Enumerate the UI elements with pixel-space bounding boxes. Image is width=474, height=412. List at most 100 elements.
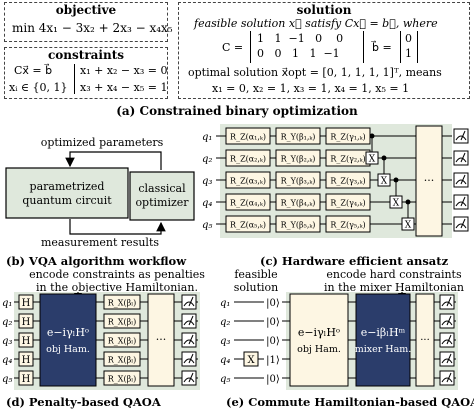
constraints-divider [74, 64, 75, 94]
vector-b-row-2: 1 [405, 47, 412, 60]
rx-gate-label: R_X(βₗ) [108, 356, 137, 365]
mixer-name-label: mixer Ham. [355, 344, 412, 355]
ket-label: |0⟩ [266, 336, 280, 347]
rx-gate [103, 370, 141, 386]
caption-d: (d) Penalty-based QAOA [6, 395, 161, 409]
vector-b-label: b⃗ = [372, 41, 392, 54]
rx-gate-label: R_X(βₗ) [108, 375, 137, 384]
x-gate [389, 195, 403, 209]
hadamard-label: H [22, 317, 31, 328]
rotation-gate [325, 215, 371, 233]
x-gate [377, 173, 391, 187]
qubit-label: q₃ [220, 336, 230, 347]
rotation-gate [275, 193, 321, 211]
x-gate-label: X [405, 221, 412, 231]
rotation-gate [275, 149, 321, 167]
constraint-matrix-eq: Cx⃗ = b⃗ [14, 64, 53, 77]
ket-background [264, 295, 282, 309]
optimized-parameters-label: optimized parameters [41, 136, 164, 149]
constraints-title: constraints [47, 48, 124, 62]
measure-icon [453, 216, 469, 232]
x-gate-label: X [381, 177, 388, 187]
measure-icon [439, 351, 455, 367]
rotation-gate [275, 127, 321, 145]
ellipsis: ··· [424, 174, 435, 187]
hadamard-gate [18, 294, 34, 310]
rotation-gate [225, 149, 271, 167]
qubit-label: q₂ [202, 154, 212, 165]
measure-icon [453, 194, 469, 210]
ellipsis: ··· [156, 333, 167, 346]
measure-icon [181, 294, 197, 310]
rotation-gate-label: R_Z(α₃,ₖ) [230, 177, 266, 186]
qubit-label: q₃ [202, 176, 212, 187]
control-dot [405, 199, 411, 205]
constraint-1: x₁ + x₂ − x₃ = 0 [80, 64, 168, 77]
measure-icon [181, 370, 197, 386]
measure-icon [439, 370, 455, 386]
rotation-gate-label: R_Y(β₁,ₖ) [281, 133, 316, 142]
objective-hamiltonian-block [289, 293, 349, 387]
rotation-gate-label: R_Z(α₁,ₖ) [230, 133, 266, 142]
vector-b: 0 1 [400, 31, 418, 63]
rotation-gate [225, 127, 271, 145]
control-dot [369, 133, 375, 139]
ket-background [264, 352, 282, 366]
qubit-label: q₁ [202, 132, 212, 143]
objective-hamiltonian-block [39, 293, 97, 387]
matrix-c-label: C = [222, 41, 244, 54]
control-dot [381, 155, 387, 161]
rotation-gate-label: R_Z(γ₅,ₖ) [330, 221, 365, 230]
matrix-c: 1 1 −1 0 0 0 0 1 1 −1 [250, 31, 364, 63]
rotation-gate-label: R_Z(α₄,ₖ) [230, 199, 266, 208]
qubit-label: q₃ [2, 336, 12, 347]
x-gate-label: X [247, 355, 255, 366]
rx-gate-label: R_X(βₗ) [108, 337, 137, 346]
rx-gate-label: R_X(βₗ) [108, 299, 137, 308]
qubit-label: q₁ [220, 298, 230, 309]
mixer-header: encode hard constraints in the mixer Ham… [324, 268, 464, 294]
binary-domain: xᵢ ∈ {0, 1} [9, 81, 68, 94]
ellipsis: ··· [420, 335, 430, 346]
ket-background [264, 333, 282, 347]
measure-icon [181, 313, 197, 329]
optimal-solution-line: optimal solution x⃗opt = [0, 1, 1, 1, 1]… [188, 66, 442, 79]
caption-a: (a) Constrained binary optimization [116, 104, 358, 118]
rotation-gate-label: R_Z(γ₂,ₖ) [330, 155, 365, 164]
rotation-gate [325, 171, 371, 189]
circuit-box-label-1: parametrized [30, 180, 105, 193]
ket-label: |0⟩ [266, 298, 280, 309]
matrix-c-row-1: 1 1 −1 0 0 [257, 32, 344, 45]
hadamard-label: H [22, 374, 31, 385]
rotation-gate-label: R_Z(γ₄,ₖ) [330, 199, 365, 208]
x-gate [401, 217, 415, 231]
ket-background [264, 314, 282, 328]
optimizer-box-label-1: classical [138, 182, 186, 195]
control-dot [393, 177, 399, 183]
vector-b-row-1: 0 [405, 32, 412, 45]
solution-title: solution [296, 3, 352, 17]
hadamard-label: H [22, 336, 31, 347]
measure-icon [453, 150, 469, 166]
qubit-label: q₅ [2, 374, 12, 385]
x-gate [243, 351, 259, 367]
feasible-line: feasible solution x⃗ satisfy Cx⃗ = b⃗, w… [194, 17, 438, 30]
qubit-label: q₄ [220, 355, 230, 366]
penalty-header: encode constraints as penalties in the o… [29, 268, 205, 294]
rx-gate [103, 313, 141, 329]
ket-label: |1⟩ [266, 355, 280, 366]
rx-gate [103, 332, 141, 348]
solution-box [178, 2, 470, 99]
constraint-2: x₃ + x₄ − x₅ = 1 [80, 81, 168, 94]
hadamard-gate [18, 351, 34, 367]
x-gate-label: X [393, 199, 400, 209]
hadamard-label: H [22, 298, 31, 309]
rotation-gate [325, 193, 371, 211]
qubit-label: q₂ [220, 317, 230, 328]
mixer-hamiltonian-block [355, 293, 411, 387]
objective-name-label: obj Ham. [46, 344, 90, 355]
objective-expression: min 4x₁ − 3x₂ + 2x₃ − x₄x₅ [12, 21, 173, 35]
repeat-block [415, 125, 443, 237]
qubit-label: q₄ [202, 198, 212, 209]
